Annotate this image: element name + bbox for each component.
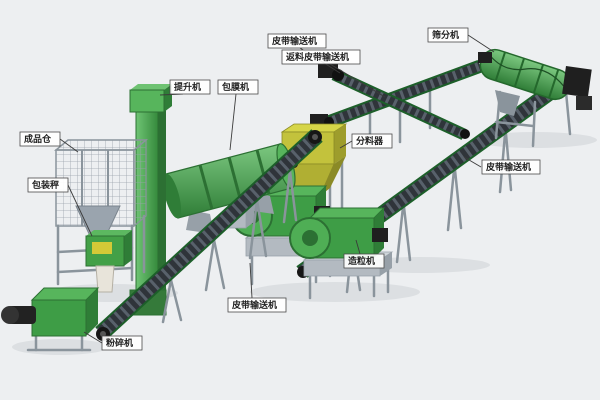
label-return-belt-conveyor: 返料皮带输送机 <box>281 49 386 98</box>
svg-text:皮带输送机: 皮带输送机 <box>485 161 531 172</box>
svg-text:筛分机: 筛分机 <box>432 29 459 40</box>
svg-text:皮带输送机: 皮带输送机 <box>271 35 317 46</box>
svg-text:包装秤: 包装秤 <box>31 179 59 190</box>
label-packing-scale: 包装秤 <box>27 177 93 237</box>
svg-text:造粒机: 造粒机 <box>348 255 375 266</box>
label-belt-conveyor-middle: 皮带输送机 <box>227 262 287 313</box>
svg-text:成品仓: 成品仓 <box>24 133 52 144</box>
svg-text:返料皮带输送机: 返料皮带输送机 <box>286 51 349 62</box>
label-belt-conveyor-right: 皮带输送机 <box>463 156 541 175</box>
svg-text:分料器: 分料器 <box>356 135 384 146</box>
labels-layer: 成品仓 包装秤 提升机 包膜机 皮带输送机 返料皮带输送机 <box>19 27 541 351</box>
return-conveyor <box>318 64 470 144</box>
label-crusher: 粉碎机 <box>83 331 143 351</box>
label-bucket-elevator: 提升机 <box>159 79 211 96</box>
svg-text:皮带输送机: 皮带输送机 <box>231 299 277 310</box>
label-finished-product-bin: 成品仓 <box>19 131 79 153</box>
main-incline-conveyor <box>95 129 323 341</box>
packing-scale <box>85 230 132 293</box>
label-screening-machine: 筛分机 <box>427 27 495 53</box>
screen-feed-conveyor <box>310 60 484 147</box>
svg-text:粉碎机: 粉碎机 <box>106 337 133 348</box>
svg-text:提升机: 提升机 <box>174 81 201 92</box>
crusher-machine <box>1 287 100 352</box>
label-granulator: 造粒机 <box>343 239 385 269</box>
label-coating-machine: 包膜机 <box>217 79 259 151</box>
drum-screening-machine <box>478 48 592 148</box>
svg-text:包膜机: 包膜机 <box>221 81 249 92</box>
label-distributor: 分料器 <box>339 133 393 149</box>
